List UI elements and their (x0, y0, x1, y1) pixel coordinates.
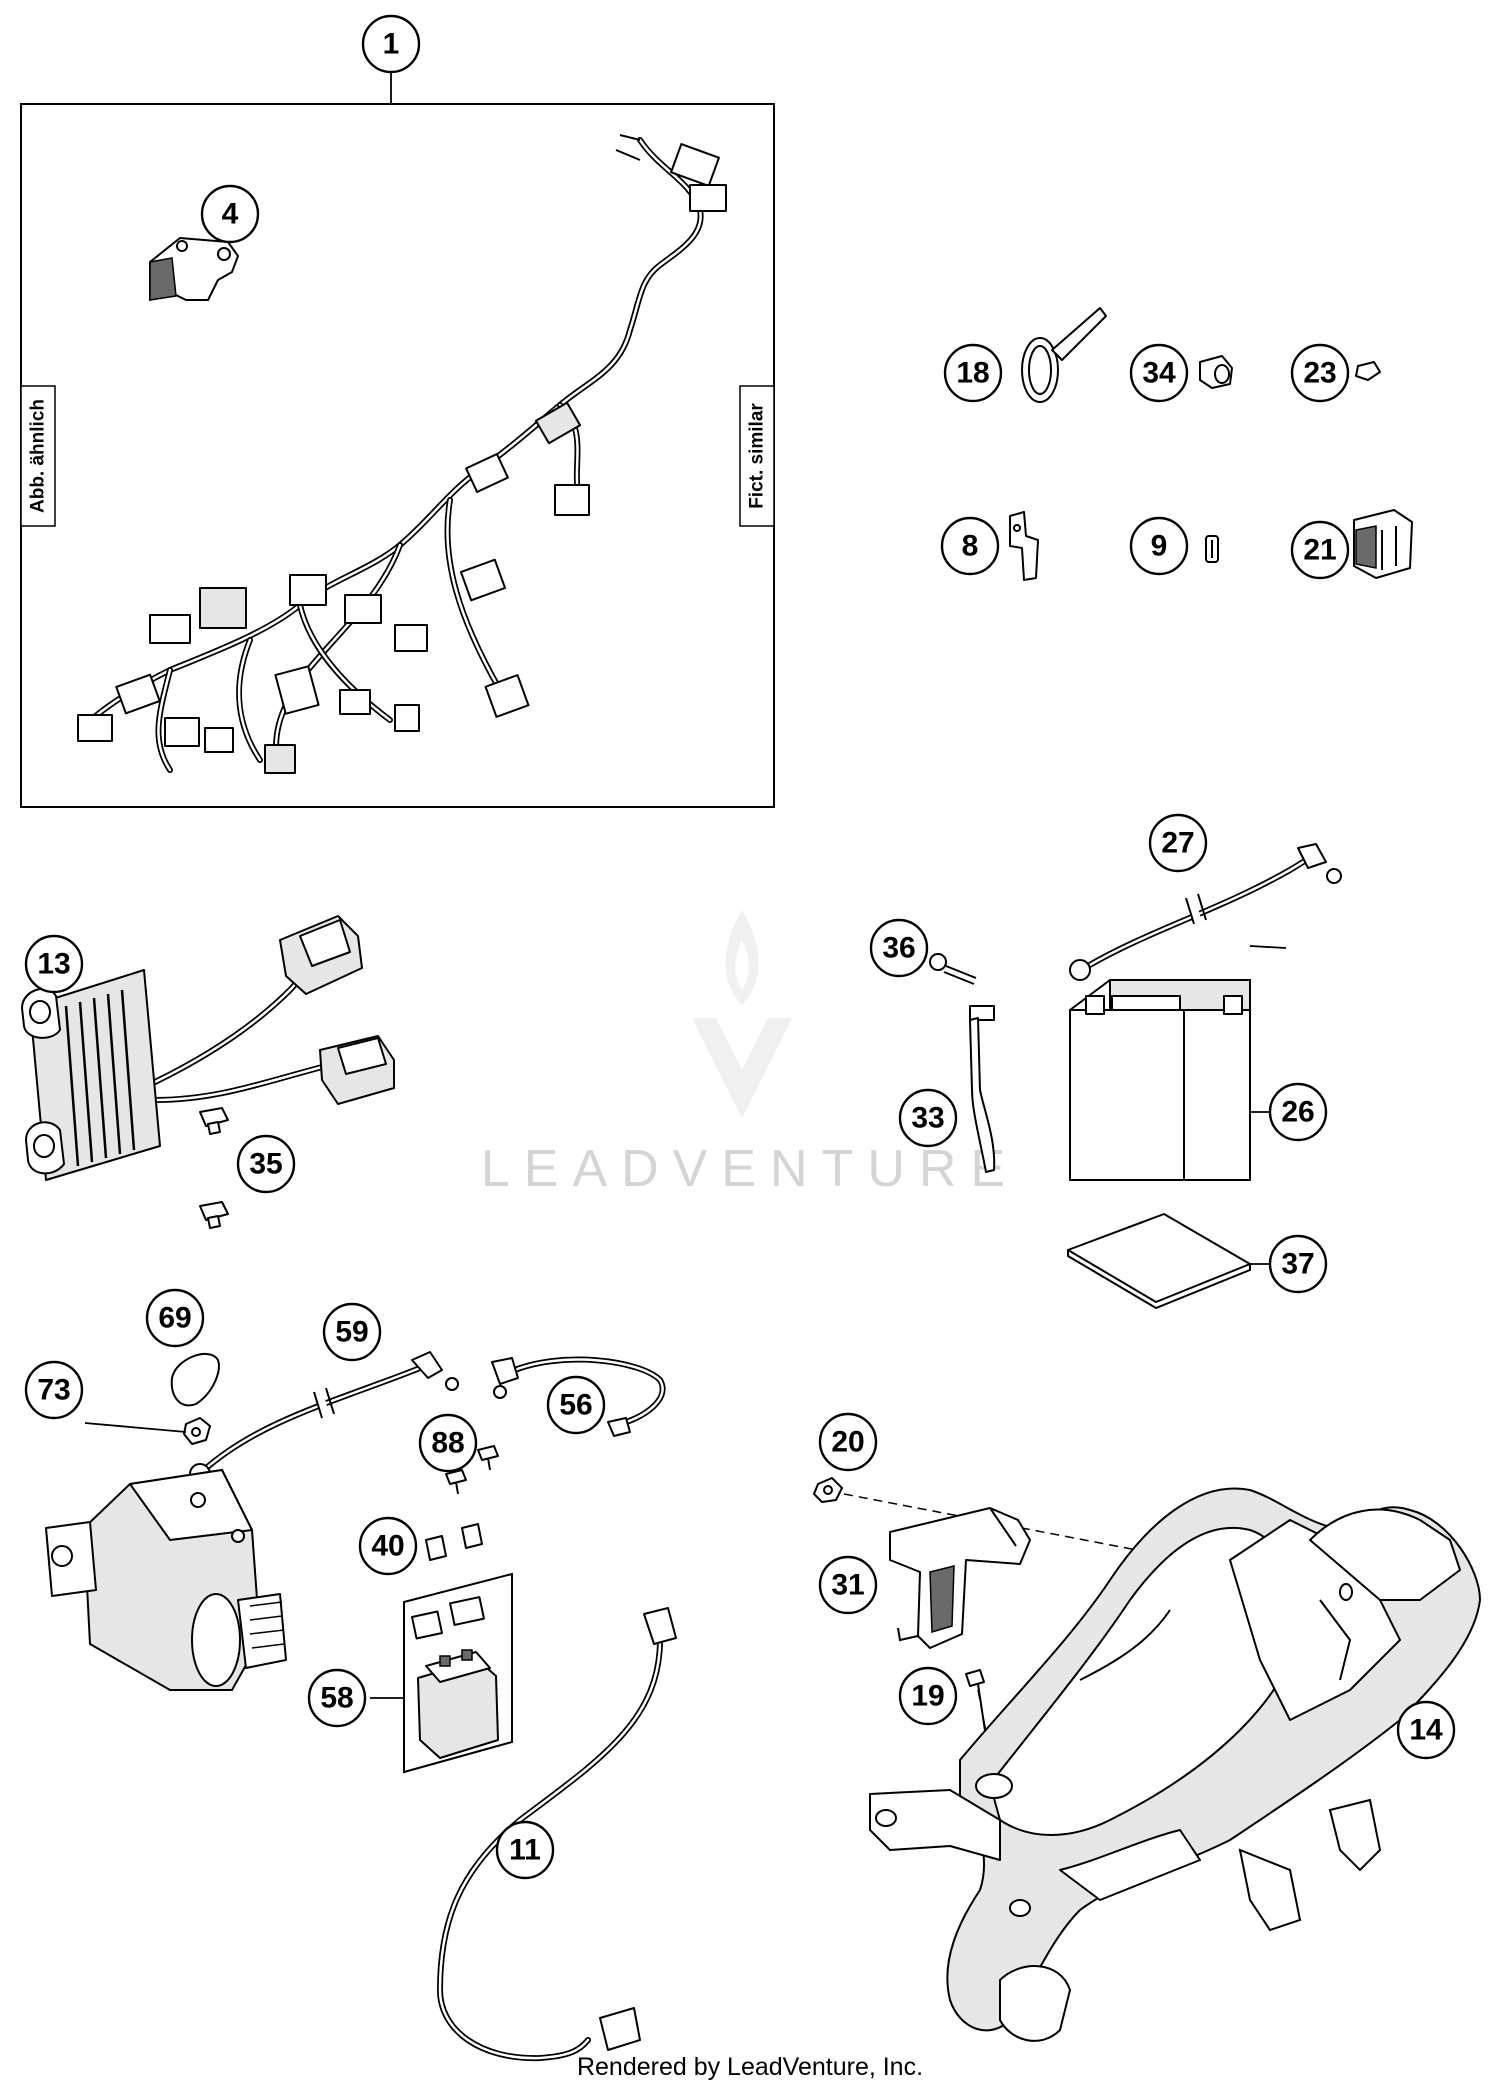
callout-23: 23 (1290, 343, 1350, 403)
svg-text:27: 27 (1161, 827, 1194, 860)
callout-11: 11 (495, 1820, 555, 1880)
relay-holder-bracket (889, 1507, 1031, 1649)
callout-88: 88 (418, 1413, 478, 1473)
svg-text:36: 36 (882, 932, 915, 965)
svg-text:40: 40 (371, 1530, 404, 1563)
side-label-left-text: Abb. ähnlich (28, 399, 49, 513)
watermark-text: LEADVENTURE (481, 1140, 1019, 1198)
regulator-bolt-upper (199, 1107, 229, 1135)
terminal-cover (170, 1353, 220, 1407)
relay-fuse-left (425, 1535, 447, 1561)
callout-31: 31 (818, 1555, 878, 1615)
callout-35: 35 (236, 1134, 296, 1194)
svg-text:13: 13 (37, 948, 70, 981)
small-clip (1355, 361, 1381, 381)
callout-13: 13 (24, 934, 84, 994)
side-label-right-text: Fict. similar (747, 403, 768, 509)
fuse (1205, 535, 1219, 563)
svg-text:37: 37 (1281, 1248, 1314, 1281)
connector-bracket (149, 237, 239, 301)
svg-text:14: 14 (1409, 1714, 1443, 1747)
svg-text:21: 21 (1303, 534, 1336, 567)
side-label-left: Abb. ähnlich (20, 385, 56, 527)
svg-text:59: 59 (335, 1316, 368, 1349)
callout-9: 9 (1129, 516, 1189, 576)
callout-20: 20 (818, 1412, 878, 1472)
starter-motor (45, 1469, 287, 1691)
wiring-harness (77, 134, 727, 774)
battery-strap (969, 1005, 996, 1173)
svg-text:26: 26 (1281, 1096, 1314, 1129)
callout-73: 73 (24, 1360, 84, 1420)
starter-motor-cable (189, 1351, 459, 1485)
callout-14: 14 (1396, 1700, 1456, 1760)
battery-pad (1067, 1213, 1251, 1310)
callout-59: 59 (322, 1302, 382, 1362)
battery-negative-cable (1069, 843, 1342, 981)
callout-26: 26 (1268, 1082, 1328, 1142)
callout-21: 21 (1290, 520, 1350, 580)
svg-text:33: 33 (911, 1102, 944, 1135)
relay-cable (491, 1356, 666, 1437)
callout-37: 37 (1268, 1234, 1328, 1294)
bracket-nut (813, 1477, 843, 1503)
starter-relay-assembly (403, 1572, 513, 1774)
callout-8: 8 (940, 516, 1000, 576)
svg-text:19: 19 (911, 1680, 944, 1713)
battery (1069, 979, 1251, 1181)
bracket-plate (1009, 511, 1039, 581)
callout-56: 56 (546, 1375, 606, 1435)
terminal-nut (183, 1417, 211, 1445)
voltage-regulator (21, 915, 395, 1181)
connector-block (1353, 509, 1413, 579)
svg-text:56: 56 (559, 1389, 592, 1422)
relay-fuse-right (461, 1523, 483, 1549)
regulator-bolt-lower (199, 1201, 229, 1229)
callout-4: 4 (200, 184, 260, 244)
callout-69: 69 (145, 1288, 205, 1348)
svg-text:11: 11 (509, 1834, 541, 1867)
relay-screw-upper (477, 1445, 499, 1471)
svg-text:58: 58 (320, 1682, 353, 1715)
footer-credit: Rendered by LeadVenture, Inc. (577, 2053, 923, 2081)
svg-text:31: 31 (831, 1569, 864, 1602)
callout-18: 18 (943, 343, 1003, 403)
svg-text:35: 35 (249, 1148, 282, 1181)
callout-27: 27 (1148, 813, 1208, 873)
svg-text:4: 4 (222, 198, 239, 231)
battery-terminal-bolt (929, 953, 977, 985)
cable-tie (1021, 307, 1107, 403)
svg-text:88: 88 (431, 1427, 464, 1460)
side-label-right: Fict. similar (739, 385, 775, 527)
air-filter-box (869, 1487, 1481, 2042)
cable-clip (1199, 355, 1233, 389)
relay-screw-lower (445, 1469, 467, 1495)
callout-58: 58 (307, 1668, 367, 1728)
watermark-logo (692, 910, 792, 1118)
callout-1: 1 (361, 14, 421, 74)
callout-19: 19 (898, 1666, 958, 1726)
svg-text:9: 9 (1151, 530, 1168, 563)
svg-text:34: 34 (1142, 357, 1176, 390)
callout-33: 33 (898, 1088, 958, 1148)
ground-cable (437, 1607, 677, 2062)
callout-34: 34 (1129, 343, 1189, 403)
svg-text:73: 73 (37, 1374, 70, 1407)
callout-36: 36 (869, 918, 929, 978)
svg-text:23: 23 (1303, 357, 1336, 390)
svg-text:20: 20 (831, 1426, 864, 1459)
svg-text:8: 8 (962, 530, 979, 563)
callout-40: 40 (358, 1516, 418, 1576)
svg-text:69: 69 (158, 1302, 191, 1335)
svg-text:18: 18 (956, 357, 989, 390)
svg-text:1: 1 (383, 28, 400, 61)
